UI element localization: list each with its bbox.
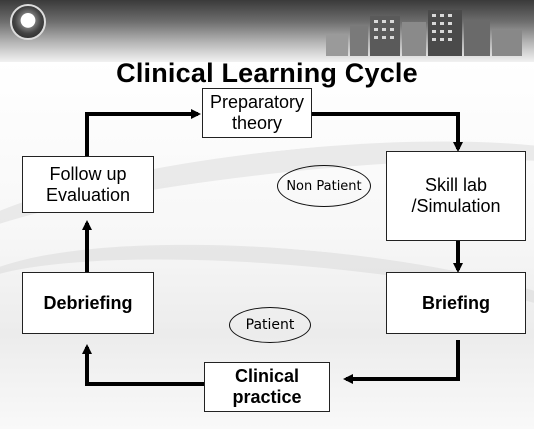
arrow-preparatory-to-skill-lab (311, 112, 463, 152)
patient-label: Patient (245, 317, 295, 333)
debriefing-box: Debriefing (22, 272, 154, 334)
university-seal-logo (10, 4, 46, 40)
hospital-buildings-image (326, 10, 522, 56)
preparatory-theory-box: Preparatory theory (202, 88, 312, 138)
preparatory-theory-label: Preparatory theory (209, 92, 305, 133)
arrow-briefing-to-clinical (343, 340, 460, 384)
debriefing-label: Debriefing (43, 292, 133, 313)
skill-lab-simulation-box: Skill lab /Simulation (386, 151, 526, 241)
briefing-label: Briefing (421, 292, 490, 313)
arrow-follow-up-to-preparatory (85, 109, 201, 157)
skill-lab-simulation-label: Skill lab /Simulation (411, 175, 501, 216)
non-patient-label: Non Patient (286, 178, 362, 194)
clinical-practice-box: Clinical practice (204, 362, 330, 412)
arrow-clinical-to-debriefing (82, 344, 204, 386)
non-patient-ellipse: Non Patient (277, 165, 371, 207)
slide-title: Clinical Learning Cycle (116, 58, 418, 88)
briefing-box: Briefing (386, 272, 526, 334)
clinical-practice-label: Clinical practice (232, 366, 302, 407)
follow-up-evaluation-label: Follow up Evaluation (45, 163, 131, 205)
patient-ellipse: Patient (229, 307, 311, 343)
follow-up-evaluation-box: Follow up Evaluation (22, 156, 154, 213)
